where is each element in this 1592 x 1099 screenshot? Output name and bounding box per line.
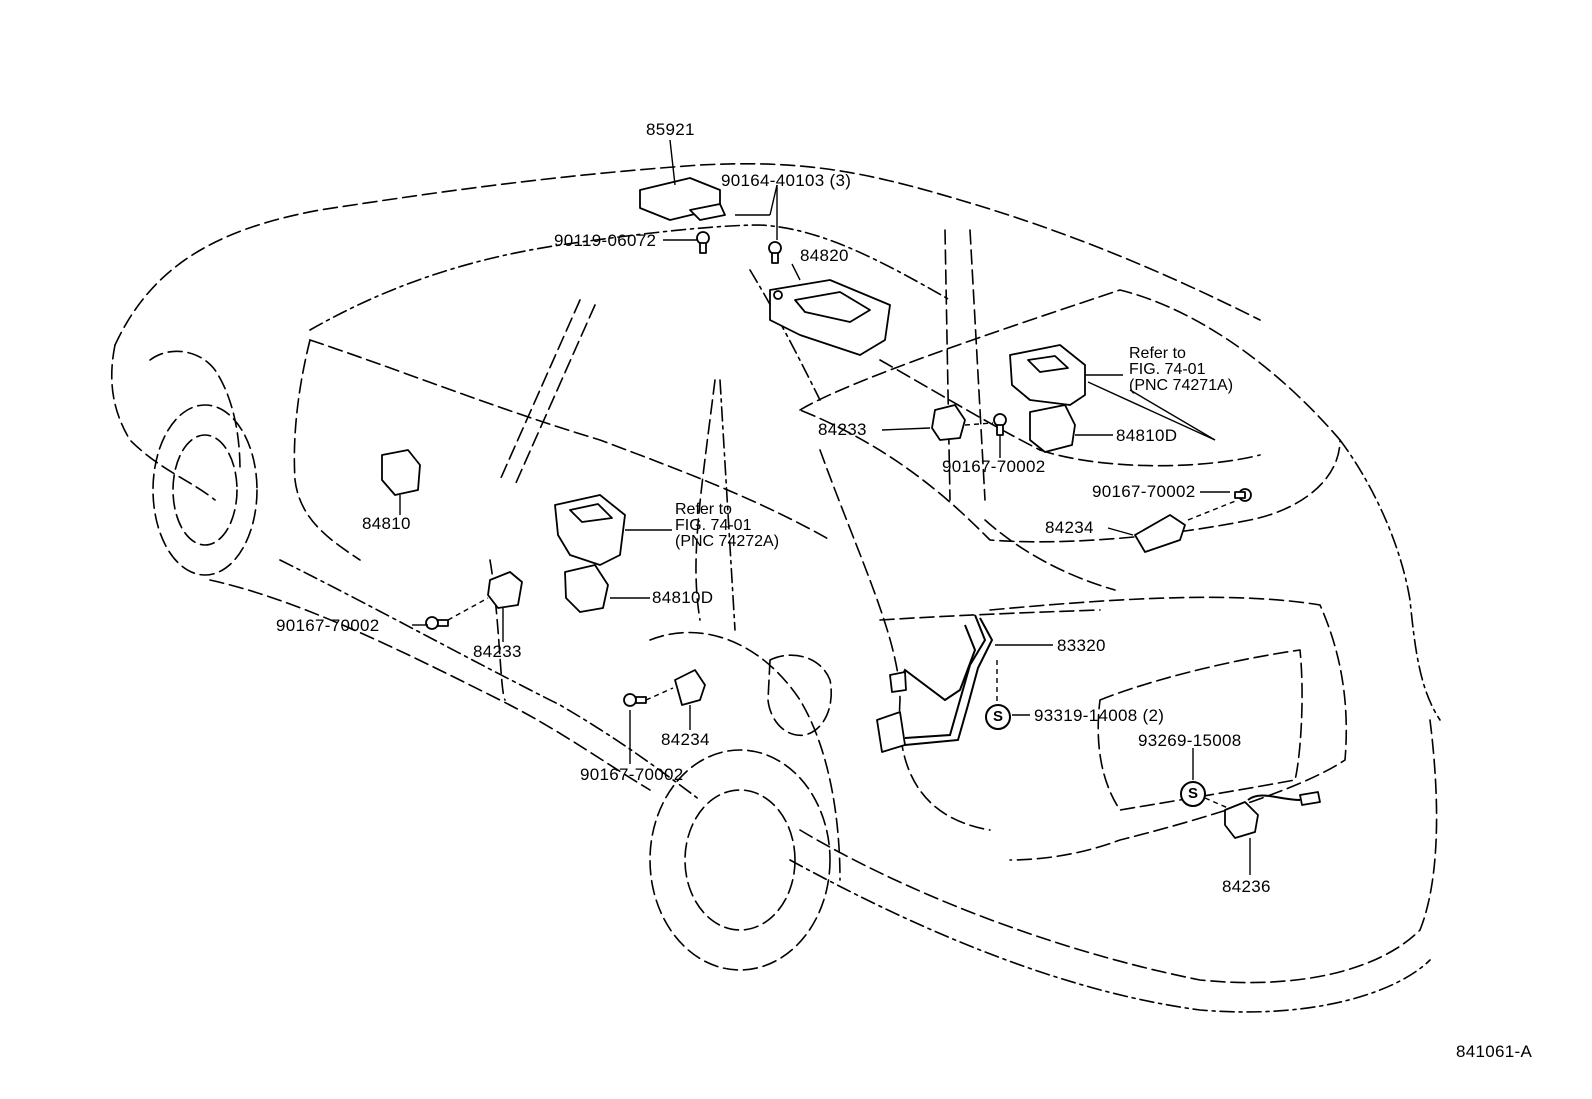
part-84234-switch-left [674, 669, 706, 706]
callout-84820: 84820 [800, 246, 849, 265]
callout-93269-15008: 93269-15008 [1138, 731, 1242, 750]
callout-84810-left: 84810 [362, 514, 411, 533]
callout-93319-14008: 93319-14008 (2) [1034, 706, 1165, 725]
callout-84810D-right: 84810D [1116, 426, 1178, 445]
part-85921-module [639, 177, 726, 221]
leader-lines [399, 139, 1251, 875]
callout-84810D-left: 84810D [652, 588, 714, 607]
car-body-outline [110, 162, 1441, 1013]
part-window-switch-rear-left [554, 494, 626, 566]
part-window-switch-rear-right [1009, 344, 1086, 406]
part-83320-harness [876, 614, 994, 753]
figure-id: 841061-A [1456, 1042, 1533, 1061]
s-mark-symbol: S [985, 704, 1011, 730]
callout-90167-70002-right: 90167-70002 [942, 457, 1046, 476]
part-84233-switch-upper [931, 404, 966, 441]
part-90167-screw-left [425, 616, 449, 630]
part-84810-switch-left [381, 449, 421, 496]
callout-90119-06072: 90119-06072 [554, 231, 657, 250]
part-90167-screw-right [1234, 488, 1252, 502]
reference-line-2: FIG. 74-01 [675, 517, 752, 534]
reference-note-74271A: Refer to FIG. 74-01 (PNC 74271A) [1129, 346, 1233, 394]
callout-90167-70002-lower: 90167-70002 [580, 765, 684, 784]
reference-line-2: FIG. 74-01 [1129, 361, 1206, 378]
callout-84236: 84236 [1222, 877, 1271, 896]
callout-84234-left: 84234 [661, 730, 710, 749]
reference-line-1: Refer to [675, 501, 732, 518]
part-84236-switch [1224, 791, 1321, 839]
part-90167-screw-upper [993, 413, 1007, 436]
part-84810D-switch-left [564, 564, 609, 613]
callout-90167-70002-far-right: 90167-70002 [1092, 482, 1196, 501]
reference-note-74272A: Refer to FIG. 74-01 (PNC 74272A) [675, 502, 779, 550]
callout-84233-left: 84233 [473, 642, 522, 661]
reference-line-3: (PNC 74271A) [1129, 377, 1234, 394]
part-90164-clip [768, 241, 782, 264]
callout-84234-right: 84234 [1045, 518, 1094, 537]
callout-85921: 85921 [646, 120, 695, 139]
part-84810D-switch-right [1029, 404, 1076, 453]
callout-83320: 83320 [1057, 636, 1106, 655]
part-84234-switch-right [1134, 514, 1186, 553]
callout-84233-right: 84233 [818, 420, 867, 439]
callout-90167-70002-left: 90167-70002 [276, 616, 380, 635]
part-84233-switch-left [487, 571, 523, 609]
part-90119-screw [696, 231, 710, 254]
s-mark-symbol: S [1180, 781, 1206, 807]
part-90167-screw-lower [623, 693, 647, 707]
reference-line-3: (PNC 74272A) [675, 533, 780, 550]
part-84820-master-switch [769, 279, 891, 356]
callout-90164-40103: 90164-40103 (3) [721, 171, 852, 190]
reference-line-1: Refer to [1129, 345, 1186, 362]
